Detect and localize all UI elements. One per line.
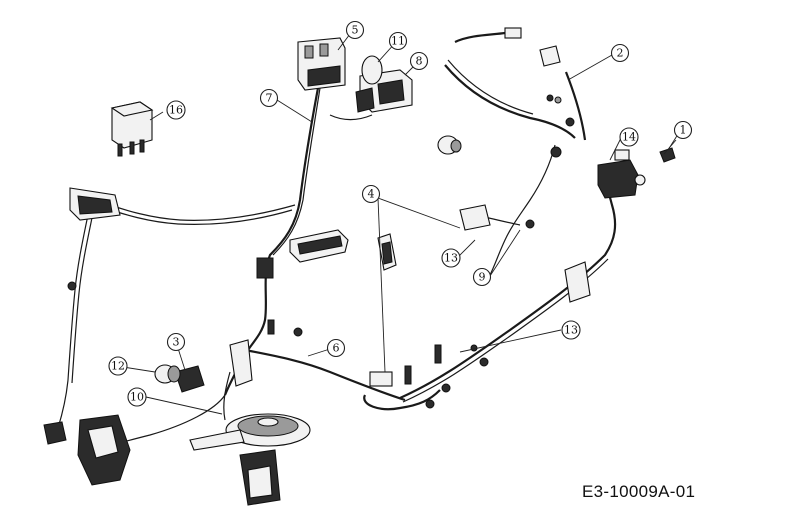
callout-3-label: 3 <box>173 336 180 349</box>
drawing-code: E3-10009A-01 <box>582 482 696 501</box>
main-harness <box>57 31 617 449</box>
ignition-switch-5 <box>297 37 346 91</box>
callout-7: 7 <box>259 88 279 108</box>
inline-connectors <box>67 117 575 409</box>
callout-8: 8 <box>409 51 429 71</box>
leader-lines <box>122 29 681 415</box>
callout-14: 14 <box>619 127 639 147</box>
callout-2: 2 <box>610 43 630 63</box>
callout-12: 12 <box>108 356 128 376</box>
screw-1 <box>659 139 677 163</box>
fuse-holder-2 <box>539 45 562 104</box>
callout-7-label: 7 <box>266 92 273 105</box>
callout-5: 5 <box>345 20 365 40</box>
callout-8-label: 8 <box>416 55 423 68</box>
callout-10-label: 10 <box>130 391 144 404</box>
callout-13-bottom: 13 <box>561 320 581 340</box>
relay-16 <box>110 101 154 157</box>
callout-9: 9 <box>472 267 492 287</box>
callout-2-label: 2 <box>617 47 624 60</box>
connector-11 <box>355 55 383 113</box>
callout-13-top-label: 13 <box>444 252 458 265</box>
headlight-connector <box>289 229 349 263</box>
callout-16-label: 16 <box>169 104 183 117</box>
callout-14-label: 14 <box>622 131 636 144</box>
pedal-switch-left <box>43 414 131 486</box>
callout-4-label: 4 <box>368 188 375 201</box>
callout-10: 10 <box>127 387 147 407</box>
plug-top <box>504 27 522 39</box>
callout-13-bottom-label: 13 <box>564 324 578 337</box>
bracket-4 <box>377 204 491 271</box>
connector-right-module <box>564 261 591 303</box>
callout-6-label: 6 <box>333 342 340 355</box>
grommet <box>437 135 462 155</box>
switch-module-3 <box>174 339 253 393</box>
callout-4: 4 <box>361 184 381 204</box>
callout-5-label: 5 <box>352 24 359 37</box>
callout-12-label: 12 <box>111 360 125 373</box>
callout-9-label: 9 <box>479 271 486 284</box>
callout-1-label: 1 <box>680 124 687 137</box>
callout-3: 3 <box>166 332 186 352</box>
callout-1: 1 <box>673 120 693 140</box>
callout-13-top: 13 <box>441 248 461 268</box>
callout-11-label: 11 <box>391 35 405 48</box>
callout-11: 11 <box>388 31 408 51</box>
callout-6: 6 <box>326 338 346 358</box>
callout-16: 16 <box>166 100 186 120</box>
connector-14 <box>597 149 646 199</box>
cap-12 <box>154 364 181 384</box>
connector-left-top <box>69 187 121 221</box>
pulley-assembly <box>189 413 311 506</box>
